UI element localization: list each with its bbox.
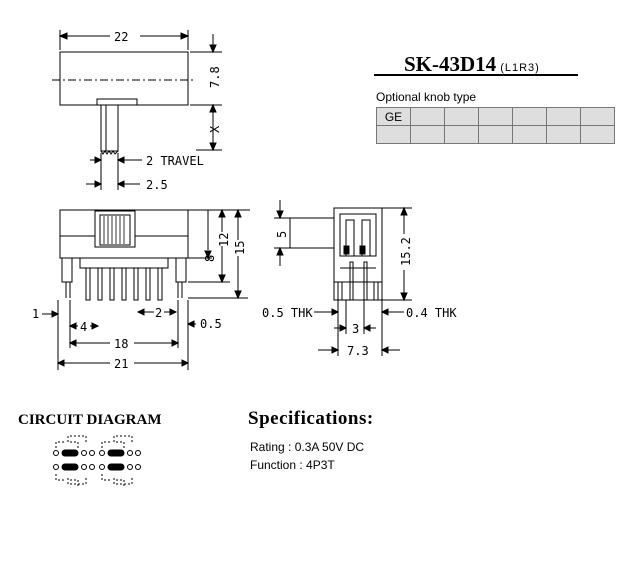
knob-type-label: Optional knob type xyxy=(376,90,477,104)
front-view-knob xyxy=(99,214,131,246)
knob-cell xyxy=(580,125,615,144)
knob-cell xyxy=(478,107,513,126)
dim-1: 1 xyxy=(32,307,39,321)
dim-travel: 2 TRAVEL xyxy=(146,154,204,168)
top-view-stem-break xyxy=(100,150,119,155)
side-view-knob xyxy=(289,217,335,249)
top-view-stem xyxy=(100,104,119,152)
top-view-body xyxy=(59,51,189,106)
dim-8: 8 xyxy=(203,255,217,262)
dim-15: 15 xyxy=(233,241,247,255)
dim-7-8: 7.8 xyxy=(208,66,222,88)
side-view-frame xyxy=(333,207,383,301)
model-variant: (L1R3) xyxy=(500,62,540,74)
dim-7-3: 7.3 xyxy=(347,344,369,358)
model-title: SK-43D14(L1R3) xyxy=(404,52,540,77)
dim-x: X xyxy=(208,125,222,133)
knob-cell xyxy=(410,107,445,126)
knob-type-table: GE xyxy=(376,107,615,144)
top-view-actuator-base xyxy=(96,98,138,106)
front-view-slider xyxy=(94,210,136,248)
knob-cell xyxy=(546,107,581,126)
knob-cell xyxy=(444,125,479,144)
knob-cell xyxy=(546,125,581,144)
dim-2: 2 xyxy=(155,306,162,320)
spec-rating: Rating : 0.3A 50V DC xyxy=(250,440,365,454)
knob-cell xyxy=(410,125,445,144)
circuit-symbol xyxy=(53,435,141,486)
knob-cell: GE xyxy=(376,107,411,126)
side-view: 5 15.2 0.5 THK 0.4 THK 3 7.3 xyxy=(262,200,457,358)
top-view: 22 7.8 X 2 TRAVEL 2.5 xyxy=(52,30,222,192)
specifications-title: Specifications: xyxy=(248,408,374,429)
knob-cell xyxy=(580,107,615,126)
knob-cell xyxy=(376,125,411,144)
front-view: 1 4 2 0.5 18 21 8 12 15 xyxy=(32,208,250,371)
dim-0-4-thk: 0.4 THK xyxy=(406,306,457,320)
dim-4: 4 xyxy=(80,320,87,334)
dim-22: 22 xyxy=(114,30,128,44)
circuit-group-left xyxy=(53,435,95,486)
knob-cell xyxy=(512,125,547,144)
dim-0-5: 0.5 xyxy=(200,317,222,331)
dim-21: 21 xyxy=(114,357,128,371)
dim-3: 3 xyxy=(352,322,359,336)
circuit-diagram-title: CIRCUIT DIAGRAM xyxy=(18,412,162,428)
knob-cell xyxy=(444,107,479,126)
front-view-pins xyxy=(65,267,183,301)
knob-cell xyxy=(478,125,513,144)
dim-5: 5 xyxy=(275,231,289,238)
knob-cell xyxy=(512,107,547,126)
model-name: SK-43D14 xyxy=(404,52,497,76)
dim-12: 12 xyxy=(217,233,231,247)
dim-2-5: 2.5 xyxy=(146,178,168,192)
knob-row: GE xyxy=(376,107,615,126)
dim-18: 18 xyxy=(114,337,128,351)
spec-function: Function : 4P3T xyxy=(250,458,335,472)
dim-15-2: 15.2 xyxy=(399,237,413,266)
model-title-rule xyxy=(374,74,578,76)
circuit-group-right xyxy=(99,435,141,486)
dim-0-5-thk: 0.5 THK xyxy=(262,306,313,320)
knob-row xyxy=(376,125,615,144)
